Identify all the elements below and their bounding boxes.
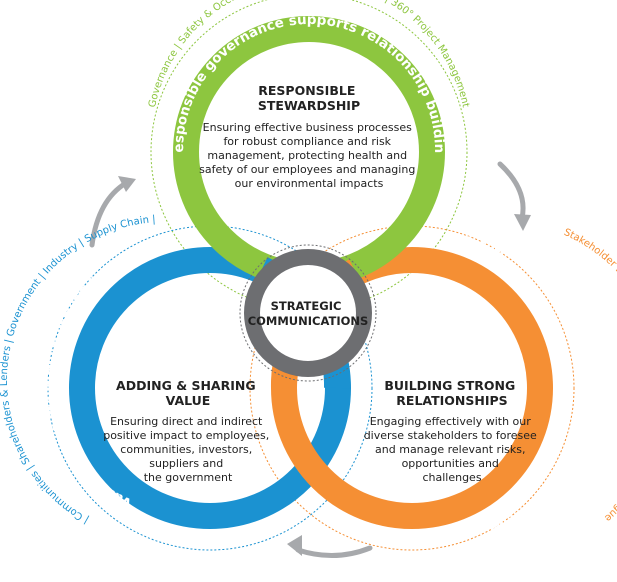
blue-dotted-circle	[47, 225, 373, 551]
blue-title: ADDING & SHARING VALUE	[116, 378, 260, 408]
blue-description: Ensuring direct and indirect positive im…	[103, 415, 273, 484]
center-ring	[244, 249, 372, 377]
arrow-blue-to-green	[89, 180, 129, 248]
green-title: RESPONSIBLE STEWARDSHIP	[258, 83, 360, 113]
arrowhead-blue-to-green	[118, 176, 136, 192]
arrow-green-to-orange	[497, 161, 526, 221]
orange-dotted-circle	[249, 225, 575, 551]
center-dotted-circle	[239, 244, 377, 382]
orange-title: BUILDING STRONG RELATIONSHIPS	[384, 378, 519, 408]
arrow-orange-to-blue	[295, 545, 373, 559]
center-label: STRATEGIC COMMUNICATIONS	[248, 299, 369, 328]
green-description: Ensuring effective business processes fo…	[199, 121, 419, 190]
arrowhead-orange-to-blue	[287, 535, 302, 556]
arrowhead-green-to-orange	[514, 214, 531, 231]
orange-description: Engaging effectively with our diverse st…	[364, 415, 541, 484]
